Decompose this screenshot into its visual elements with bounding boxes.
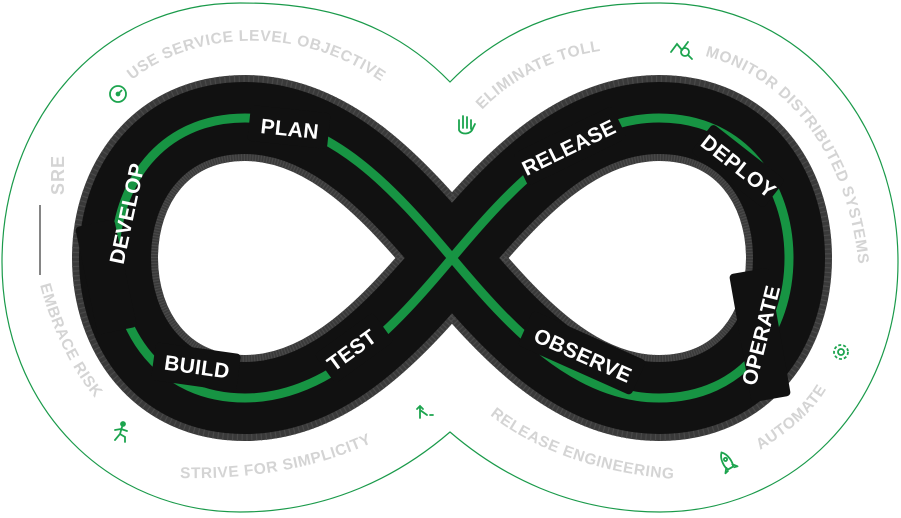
principle-simplicity: STRIVE FOR SIMPLICITY bbox=[180, 431, 374, 483]
monitor-chart-icon bbox=[670, 41, 693, 60]
label-backings bbox=[75, 105, 791, 402]
hand-icon bbox=[458, 115, 476, 135]
running-person-icon bbox=[114, 421, 128, 443]
arrow-split-icon bbox=[416, 404, 434, 419]
rocket-icon bbox=[720, 451, 739, 475]
gauge-icon bbox=[109, 85, 127, 103]
gear-icon bbox=[833, 344, 849, 360]
center-label-sre: SRE bbox=[48, 155, 68, 195]
